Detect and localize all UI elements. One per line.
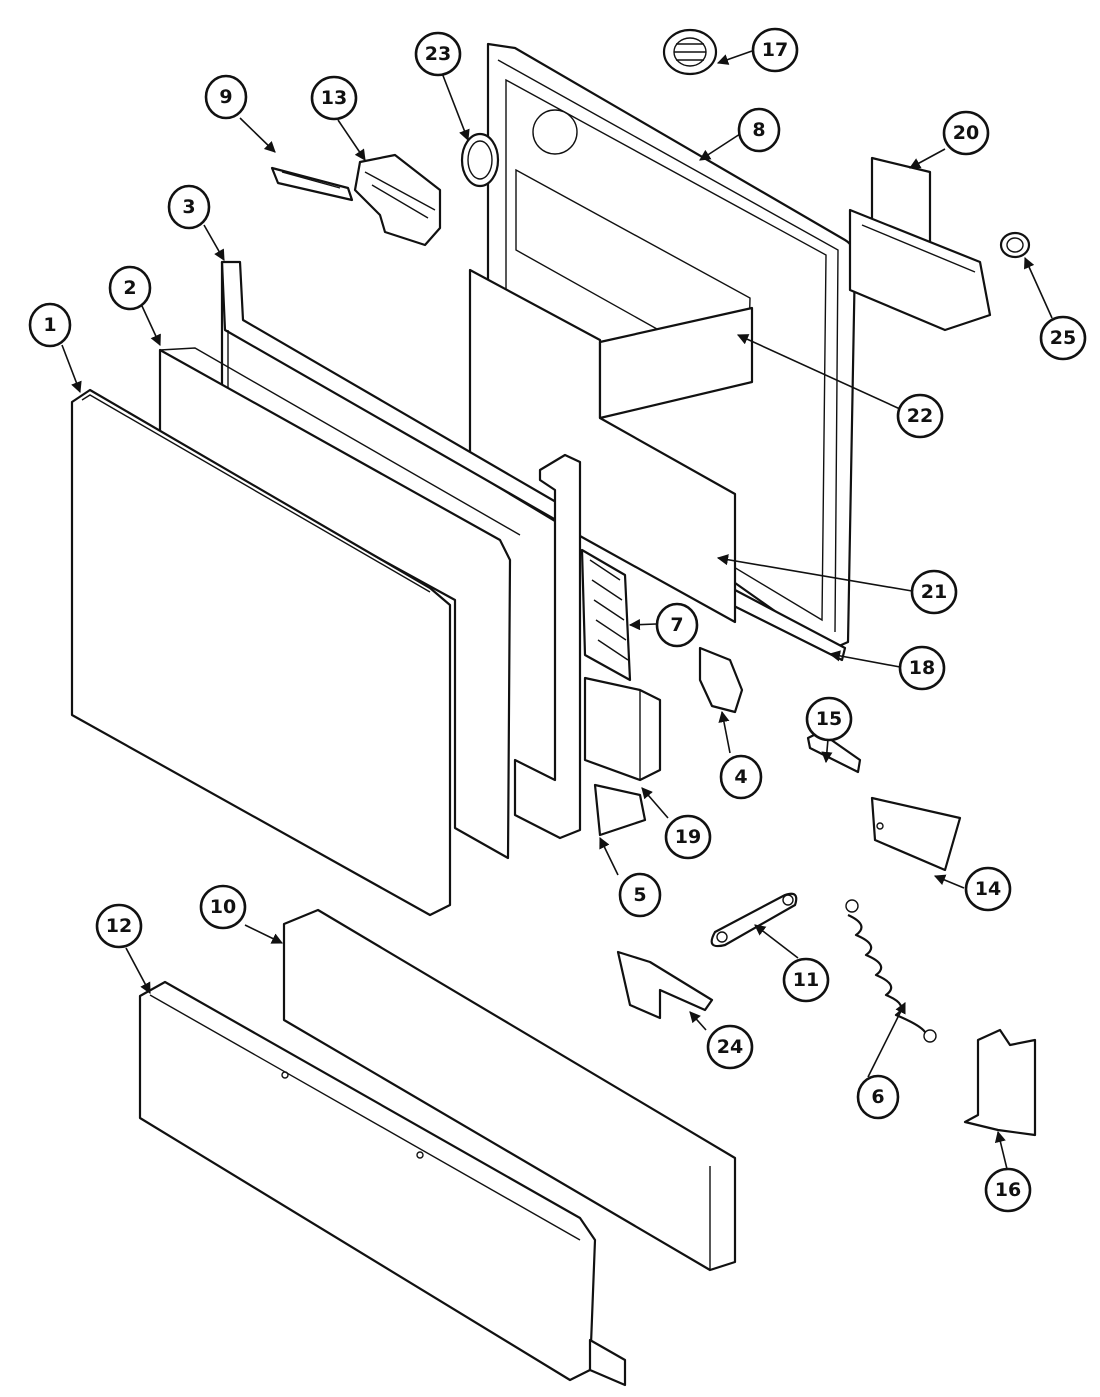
callout-23: 23 <box>414 31 462 77</box>
callout-label-3: 3 <box>182 196 195 218</box>
part-label-sheet <box>598 306 754 420</box>
callout-label-20: 20 <box>953 122 979 144</box>
callout-17: 17 <box>751 27 799 73</box>
callout-label-18: 18 <box>909 657 935 679</box>
leader-11 <box>754 924 799 959</box>
part-handle-insert <box>270 166 354 202</box>
callout-label-10: 10 <box>210 896 236 918</box>
leader-13 <box>337 119 366 161</box>
leader-19 <box>641 787 669 819</box>
callout-16: 16 <box>984 1167 1032 1213</box>
part-outer-door-panel <box>70 388 452 917</box>
leader-2 <box>141 305 161 347</box>
callout-label-6: 6 <box>871 1086 884 1108</box>
part-clip <box>698 646 744 714</box>
leader-23 <box>441 72 470 142</box>
leader-5 <box>599 836 619 876</box>
leader-16 <box>994 1130 1008 1170</box>
callout-label-13: 13 <box>321 87 347 109</box>
callout-1: 1 <box>28 302 72 348</box>
part-spring <box>845 899 937 1043</box>
callout-label-16: 16 <box>995 1179 1021 1201</box>
part-dispenser-assembly <box>848 156 992 332</box>
part-hinge-bracket <box>616 950 714 1020</box>
callout-label-22: 22 <box>907 405 933 427</box>
callout-4: 4 <box>719 754 763 800</box>
part-insulation-block <box>282 908 737 1272</box>
callout-label-19: 19 <box>675 826 701 848</box>
callout-24: 24 <box>706 1024 754 1070</box>
part-mounting-plate <box>870 796 962 872</box>
leader-22 <box>736 334 901 410</box>
callout-21: 21 <box>910 569 958 615</box>
leader-lines <box>61 50 1053 1170</box>
callout-10: 10 <box>199 884 247 930</box>
callout-14: 14 <box>964 866 1012 912</box>
callout-9: 9 <box>204 74 248 120</box>
leader-17 <box>716 50 753 65</box>
callout-22: 22 <box>896 393 944 439</box>
callout-2: 2 <box>108 265 152 311</box>
leader-12 <box>125 947 151 994</box>
part-side-bracket <box>513 453 647 840</box>
callout-25: 25 <box>1039 315 1087 361</box>
callout-20: 20 <box>942 110 990 156</box>
leader-8 <box>699 133 741 161</box>
callout-label-11: 11 <box>793 969 819 991</box>
leader-3 <box>203 224 225 261</box>
leader-18 <box>828 650 901 668</box>
callout-8: 8 <box>737 107 781 153</box>
callout-label-15: 15 <box>816 708 842 730</box>
callout-label-7: 7 <box>670 614 683 636</box>
callout-label-14: 14 <box>975 878 1001 900</box>
callout-label-24: 24 <box>717 1036 743 1058</box>
callout-label-2: 2 <box>123 277 136 299</box>
callout-12: 12 <box>95 903 143 949</box>
leader-6 <box>867 1001 906 1078</box>
callout-label-17: 17 <box>762 39 788 61</box>
callout-13: 13 <box>310 75 358 121</box>
callout-19: 19 <box>664 814 712 860</box>
callout-label-12: 12 <box>106 915 132 937</box>
part-vent-cap <box>662 28 718 76</box>
callout-label-25: 25 <box>1050 327 1076 349</box>
part-hinge-link <box>710 892 798 948</box>
leader-4 <box>718 710 731 754</box>
leader-9 <box>239 117 276 153</box>
leader-24 <box>689 1011 707 1031</box>
leader-15 <box>821 738 833 764</box>
callout-label-1: 1 <box>43 314 56 336</box>
callout-15: 15 <box>805 696 853 742</box>
callout-label-5: 5 <box>633 884 646 906</box>
leader-10 <box>244 924 284 944</box>
callout-label-9: 9 <box>219 86 232 108</box>
leader-1 <box>61 344 82 394</box>
callout-label-21: 21 <box>921 581 947 603</box>
leader-25 <box>1024 256 1053 319</box>
part-control-module <box>583 676 662 782</box>
part-gasket <box>580 548 632 682</box>
callout-18: 18 <box>898 645 946 691</box>
part-corner-bracket <box>963 1028 1037 1137</box>
callout-3: 3 <box>167 184 211 230</box>
callout-7: 7 <box>655 602 699 648</box>
callout-label-8: 8 <box>752 119 765 141</box>
callout-6: 6 <box>856 1074 900 1120</box>
part-ring <box>460 132 500 188</box>
callout-5: 5 <box>618 872 662 918</box>
leader-20 <box>909 148 946 169</box>
part-latch-assembly <box>353 153 442 247</box>
part-knob <box>999 231 1031 259</box>
leader-21 <box>716 554 913 592</box>
leader-14 <box>933 874 965 889</box>
part-toe-panel <box>138 980 627 1387</box>
callout-11: 11 <box>782 957 830 1003</box>
leader-7 <box>628 619 657 631</box>
callout-label-4: 4 <box>734 766 747 788</box>
callout-label-23: 23 <box>425 43 451 65</box>
